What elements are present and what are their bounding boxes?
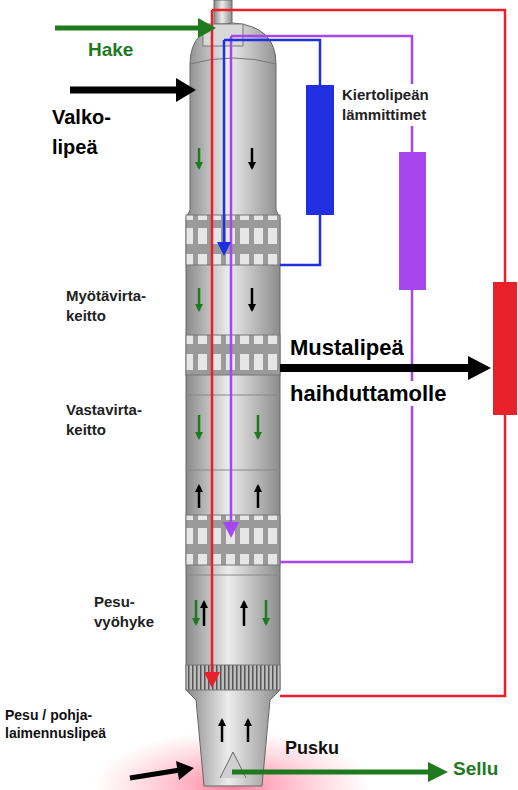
outflow-label: Mustalipeä haihduttamolle <box>290 325 490 417</box>
feed-label: Hake <box>88 38 178 61</box>
outflow-label: Pusku <box>285 737 365 759</box>
zone-label: Vastavirta- keitto <box>66 400 176 440</box>
heater-label: Kiertolipeän lämmittimet <box>340 84 484 126</box>
zone-label: Myötävirta- keitto <box>66 286 176 326</box>
label-text: Mustalipeä haihduttamolle <box>290 335 446 406</box>
zone-label: Pesu- vyöhyke <box>94 592 179 632</box>
product-label: Sellu <box>453 757 515 780</box>
inflow-label: Pesu / pohja- laimennuslipeä <box>5 706 130 742</box>
feed-label: Valko- lipeä <box>52 102 132 162</box>
